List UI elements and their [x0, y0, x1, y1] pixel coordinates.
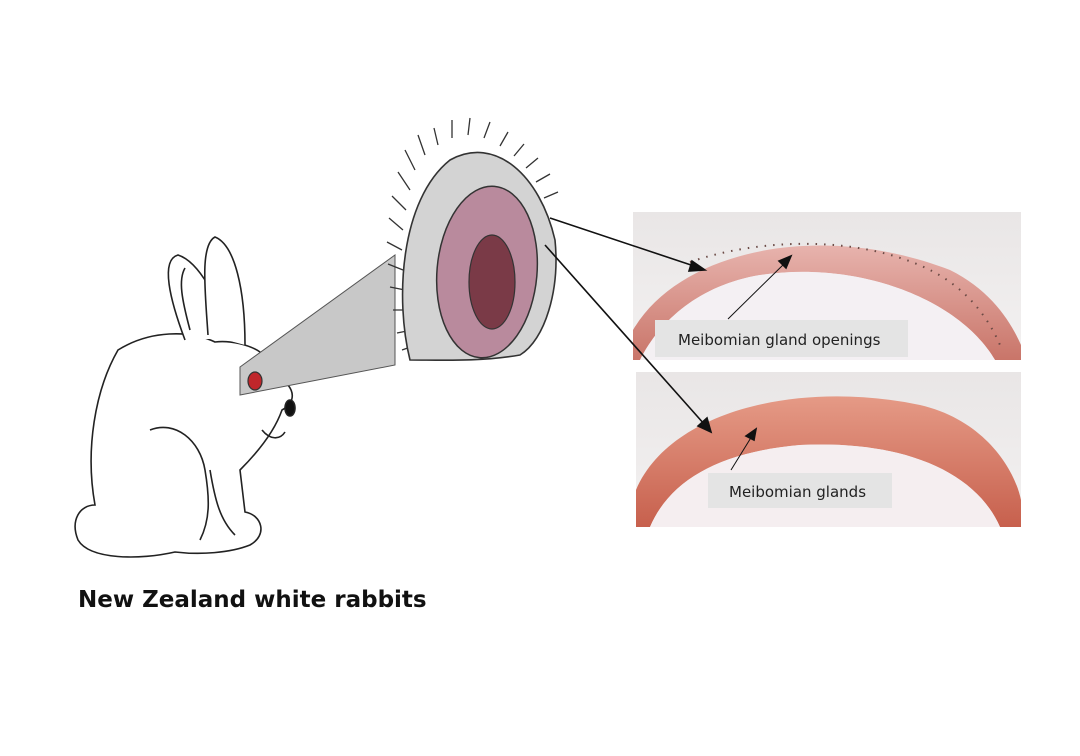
view-cone — [239, 254, 396, 396]
label-gland-openings: Meibomian gland openings — [678, 331, 881, 349]
photo-gland-openings: Meibomian gland openings — [633, 212, 1021, 360]
caption: New Zealand white rabbits — [78, 587, 427, 613]
rabbit-eye — [247, 371, 263, 391]
label-box — [708, 473, 892, 508]
rabbit-nose — [284, 399, 296, 417]
rabbit-drawing — [74, 236, 296, 558]
label-glands: Meibomian glands — [729, 483, 866, 501]
eyelashes — [386, 117, 559, 351]
label-box — [655, 320, 908, 357]
photo-glands: Meibomian glands — [636, 372, 1021, 527]
arrows — [544, 217, 793, 471]
enlarged-eye — [386, 117, 559, 362]
